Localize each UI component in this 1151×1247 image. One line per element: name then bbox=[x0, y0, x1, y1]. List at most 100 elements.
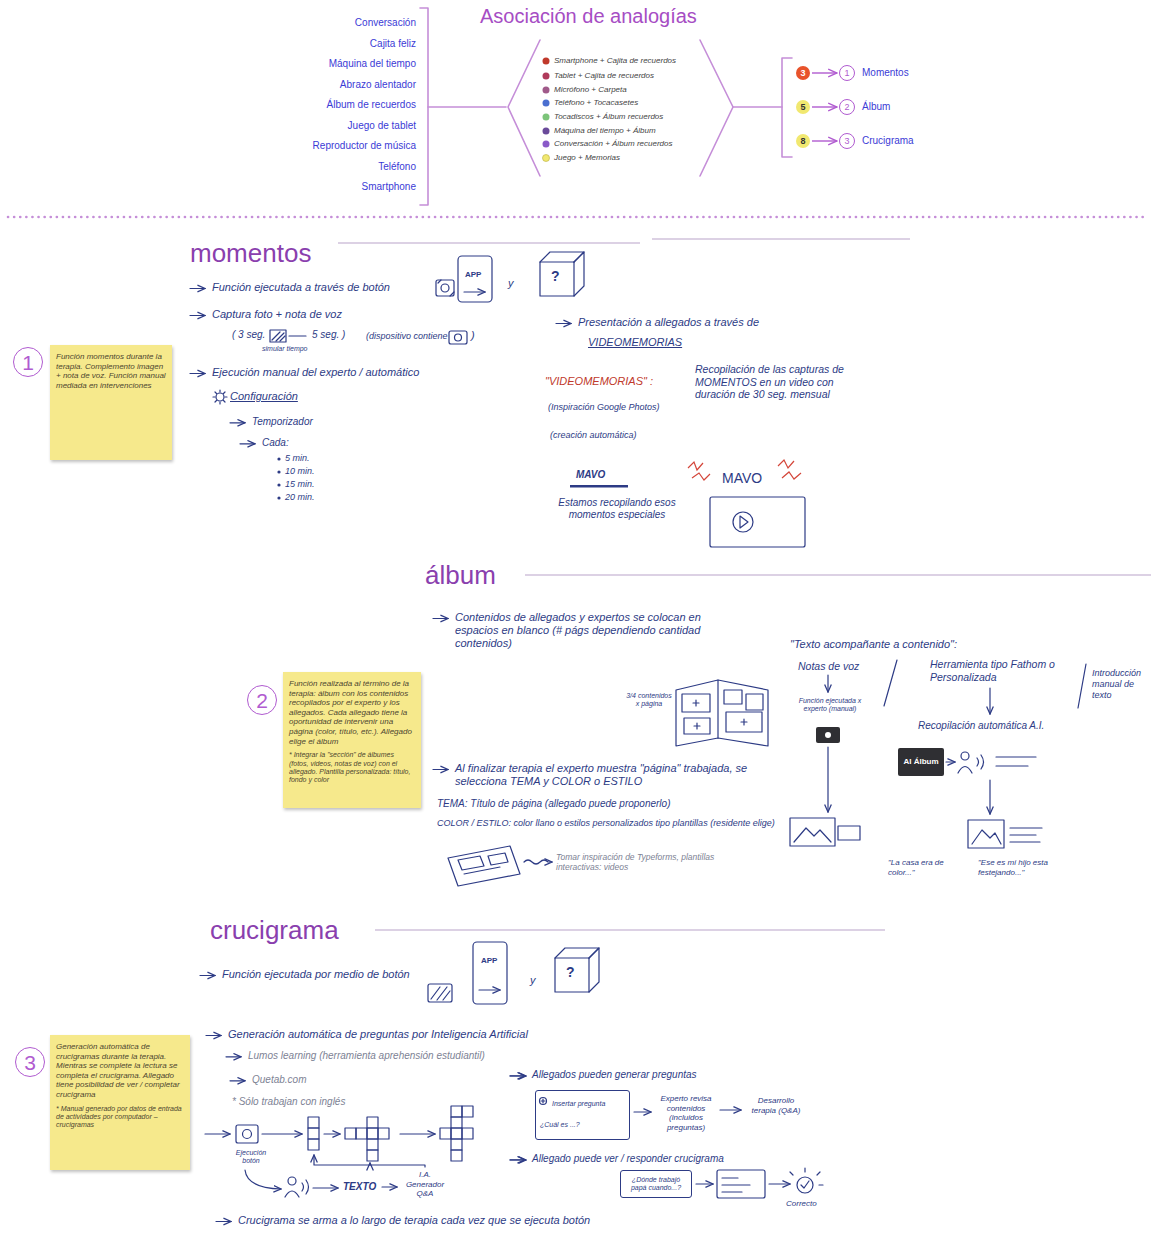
label-holder: ( 3 seg. bbox=[232, 329, 265, 341]
book-sketch bbox=[724, 690, 742, 704]
celebration-stars bbox=[778, 460, 801, 479]
note-text: TEMA: Título de página (allegado puede p… bbox=[437, 798, 777, 810]
crossword-grid bbox=[308, 1106, 473, 1161]
list-item: Conversación bbox=[296, 17, 416, 29]
flow-arrow bbox=[696, 1183, 713, 1184]
option-text: 10 min. bbox=[285, 466, 315, 477]
bullet-dot bbox=[277, 457, 280, 499]
label-holder: Conversación + Álbum recuerdos bbox=[554, 139, 673, 149]
label-holder: TEXTO bbox=[343, 1181, 376, 1193]
check-icon bbox=[797, 1177, 813, 1193]
note-text: Recopilación de las capturas de MOMENTOS… bbox=[695, 363, 845, 401]
flow-arrow bbox=[205, 1133, 230, 1134]
label-holder: Cajita feliz bbox=[296, 38, 416, 50]
label-holder: ? bbox=[566, 964, 575, 981]
note-text: "Texto acompañante a contenido": bbox=[790, 638, 957, 651]
label-holder: Álbum de recuerdos bbox=[296, 99, 416, 111]
label-holder: simular tiempo bbox=[262, 345, 308, 353]
label-holder: 15 min. bbox=[285, 479, 315, 490]
section-number: 2 bbox=[247, 685, 277, 715]
label-holder: Notas de voz bbox=[798, 660, 859, 673]
label-holder: * Sólo trabajan con inglés bbox=[232, 1096, 345, 1108]
label-holder: Estamos recopilando esos momentos especi… bbox=[558, 497, 676, 521]
video-frame bbox=[733, 512, 753, 532]
note-text: Contenidos de allegados y expertos se co… bbox=[455, 611, 735, 651]
flow-arrow bbox=[828, 675, 990, 814]
label-holder: 10 min. bbox=[285, 466, 315, 477]
camera-icon bbox=[449, 331, 467, 344]
plus-icon bbox=[541, 1099, 545, 1103]
heading-rule bbox=[525, 575, 1151, 576]
flow-arrow bbox=[245, 1170, 281, 1189]
label-holder: Allegados pueden generar preguntas bbox=[532, 1069, 697, 1081]
video-frame bbox=[710, 497, 805, 547]
dotted-separator bbox=[8, 216, 1145, 219]
label-holder: 20 min. bbox=[285, 492, 315, 503]
combo-dot bbox=[543, 58, 550, 162]
section-number: 1 bbox=[13, 347, 43, 377]
phone-icon bbox=[458, 256, 492, 302]
analogy-combo: Máquina del tiempo + Álbum bbox=[554, 126, 656, 136]
video-title: MAVO bbox=[722, 470, 762, 487]
analogy-combo: Tablet + Cajita de recuerdos bbox=[554, 71, 654, 81]
label-holder: Al finalizar terapia el experto muestra … bbox=[455, 762, 775, 788]
plus-icon bbox=[540, 1098, 547, 1105]
title-bar bbox=[570, 485, 628, 488]
note-text: Función ejecutada x experto (manual) bbox=[788, 697, 872, 714]
label-holder: Correcto bbox=[786, 1199, 817, 1209]
crossword-grid bbox=[378, 1128, 389, 1139]
phone-icon bbox=[479, 989, 500, 990]
ranking-arrow bbox=[812, 106, 837, 107]
flow-arrow bbox=[989, 780, 990, 814]
camera-button-icon bbox=[436, 280, 454, 296]
grey-note: Quetab.com bbox=[252, 1074, 306, 1086]
label-holder: Abrazo alentador bbox=[296, 79, 416, 91]
flow-arrow bbox=[720, 1109, 741, 1110]
note-text: Estamos recopilando esos momentos especi… bbox=[558, 497, 676, 521]
note-text: Allegados pueden generar preguntas bbox=[532, 1069, 697, 1081]
crossword-grid bbox=[451, 1139, 462, 1150]
note-text: Recopilación automática A.I. bbox=[918, 720, 1044, 732]
label-holder: Recopilación de las capturas de MOMENTOS… bbox=[695, 363, 845, 401]
label-holder: 5 min. bbox=[285, 453, 310, 464]
crossword-grid bbox=[367, 1139, 378, 1150]
screen-frame: Insertar pregunta¿Cuál es ...? bbox=[535, 1090, 630, 1140]
person-voice-icon bbox=[285, 1191, 299, 1197]
ranked-option: 1Momentos bbox=[839, 65, 909, 81]
quote-text: "La casa era de color..." bbox=[888, 858, 966, 877]
crossword-grid bbox=[440, 1128, 451, 1139]
label-holder: "La casa era de color..." bbox=[888, 858, 966, 877]
note-text: Generación automática de preguntas por I… bbox=[228, 1028, 528, 1041]
section-number-text: 3 bbox=[24, 1052, 36, 1073]
person-voice-icon bbox=[961, 752, 969, 760]
label-holder: Smartphone + Cajita de recuerdos bbox=[554, 56, 676, 66]
bullet-arrow bbox=[200, 975, 215, 976]
list-item: Teléfono bbox=[296, 161, 416, 173]
button-icon bbox=[428, 984, 452, 1002]
note-text: Desarrollo terapia (Q&A) bbox=[745, 1096, 807, 1115]
label-holder: Captura foto + nota de voz bbox=[212, 308, 342, 321]
label-holder: Experto revisa contenidos (incluidos pre… bbox=[655, 1094, 717, 1132]
hatched-timer bbox=[272, 332, 285, 341]
photo-sketch bbox=[1010, 828, 1042, 842]
note-text: VIDEOMEMORIAS bbox=[588, 336, 682, 349]
phone-icon bbox=[473, 942, 507, 1004]
note-text: Introducción manual de texto bbox=[1092, 668, 1146, 700]
crossword-grid bbox=[462, 1106, 473, 1117]
mystery-cube bbox=[540, 252, 584, 296]
photo-sketch bbox=[972, 830, 1001, 844]
score-dot: 5 bbox=[796, 100, 810, 114]
bullet-arrow bbox=[556, 323, 571, 324]
ranked-option: 3Crucigrama bbox=[839, 133, 914, 149]
sticky-text: Función realizada al término de la terap… bbox=[289, 679, 415, 746]
analogy-bracket bbox=[733, 106, 782, 108]
button-icon bbox=[431, 987, 450, 1000]
note-text: ) bbox=[471, 329, 475, 342]
crossword-grid bbox=[462, 1128, 473, 1139]
flow-arrow bbox=[313, 1187, 338, 1188]
label-holder: Micrófono + Carpeta bbox=[554, 85, 627, 95]
book-sketch bbox=[693, 700, 747, 729]
label-holder: Ejecución botón bbox=[228, 1149, 274, 1166]
label-holder: ) bbox=[471, 329, 475, 342]
combo-dot bbox=[543, 87, 550, 94]
